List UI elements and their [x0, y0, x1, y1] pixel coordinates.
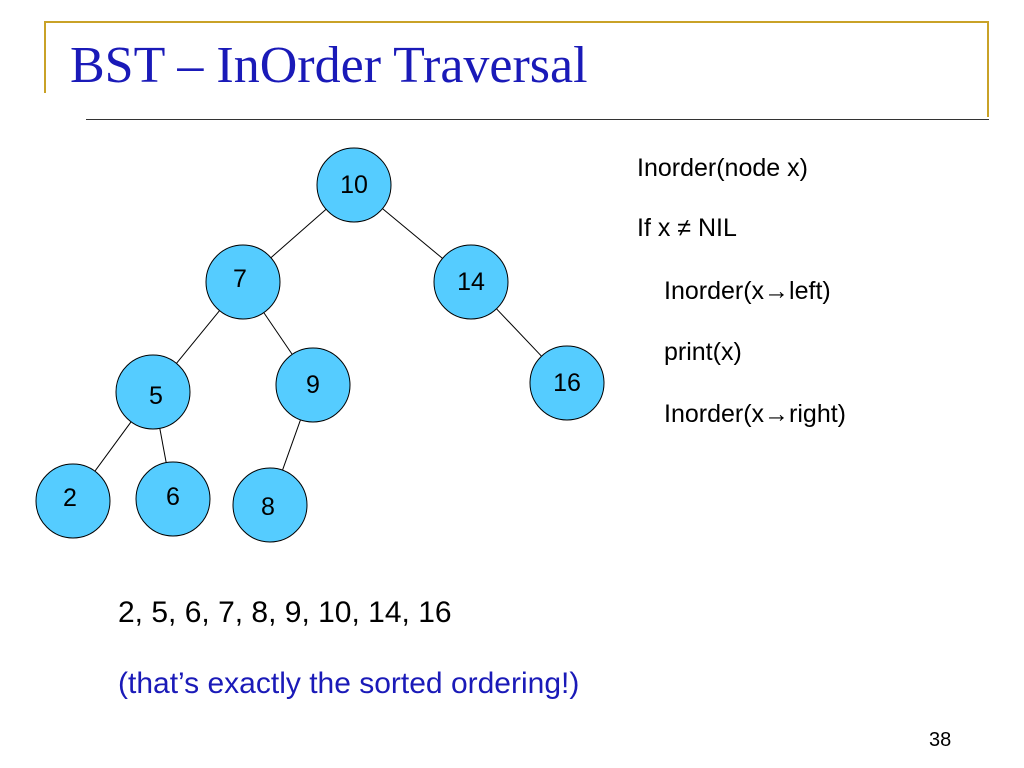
tree-node-circle [433, 244, 509, 320]
tree-node-2: 2 [35, 463, 111, 539]
sorted-note: (that’s exactly the sorted ordering!) [118, 667, 580, 700]
title-frame-top [44, 21, 989, 23]
tree-node-circle [316, 147, 392, 223]
tree-node-9: 9 [275, 347, 351, 423]
tree-node-label: 6 [166, 483, 180, 511]
tree-node-6: 6 [135, 461, 211, 537]
tree-node-label: 9 [306, 371, 320, 399]
title-frame-left [44, 21, 46, 93]
tree-node-14: 14 [433, 244, 509, 320]
tree-node-circle [115, 354, 191, 430]
tree-node-circle [35, 463, 111, 539]
tree-node-label: 2 [63, 484, 77, 512]
pseudocode-line-3: Inorder(x→left) [664, 277, 831, 305]
tree-edge-10-14 [382, 208, 443, 259]
tree-edges [94, 208, 542, 472]
pseudocode-line-5: Inorder(x→right) [664, 400, 846, 428]
tree-node-circle [529, 345, 605, 421]
tree-node-10: 10 [316, 147, 392, 223]
pseudocode-line-1: Inorder(node x) [637, 154, 808, 182]
tree-node-label: 10 [340, 171, 368, 199]
tree-edge-9-8 [282, 419, 301, 471]
tree-edge-5-6 [159, 428, 167, 463]
tree-node-label: 16 [553, 369, 581, 397]
title-frame-right [987, 21, 989, 117]
tree-edge-5-2 [94, 421, 132, 472]
tree-node-label: 5 [149, 382, 163, 410]
traversal-result: 2, 5, 6, 7, 8, 9, 10, 14, 16 [118, 596, 452, 629]
tree-node-8: 8 [232, 467, 308, 543]
tree-node-label: 14 [457, 268, 485, 296]
tree-node-7: 7 [205, 244, 281, 320]
slide-number: 38 [929, 729, 952, 751]
tree-edge-10-7 [270, 208, 327, 259]
tree-node-circle [275, 347, 351, 423]
tree-node-circle [232, 467, 308, 543]
pseudocode-line-4: print(x) [664, 338, 742, 366]
tree-node-5: 5 [115, 354, 191, 430]
pseudocode-line-2: If x ≠ NIL [637, 214, 737, 242]
tree-edge-14-16 [496, 308, 542, 357]
tree-node-label: 7 [233, 265, 247, 293]
slide-title: BST – InOrder Traversal [70, 37, 588, 94]
tree-node-16: 16 [529, 345, 605, 421]
tree-node-circle [135, 461, 211, 537]
tree-edge-7-9 [263, 312, 293, 355]
tree-node-label: 8 [261, 493, 275, 521]
title-underline [86, 119, 989, 120]
tree-edge-7-5 [176, 310, 220, 364]
tree-node-circle [205, 244, 281, 320]
